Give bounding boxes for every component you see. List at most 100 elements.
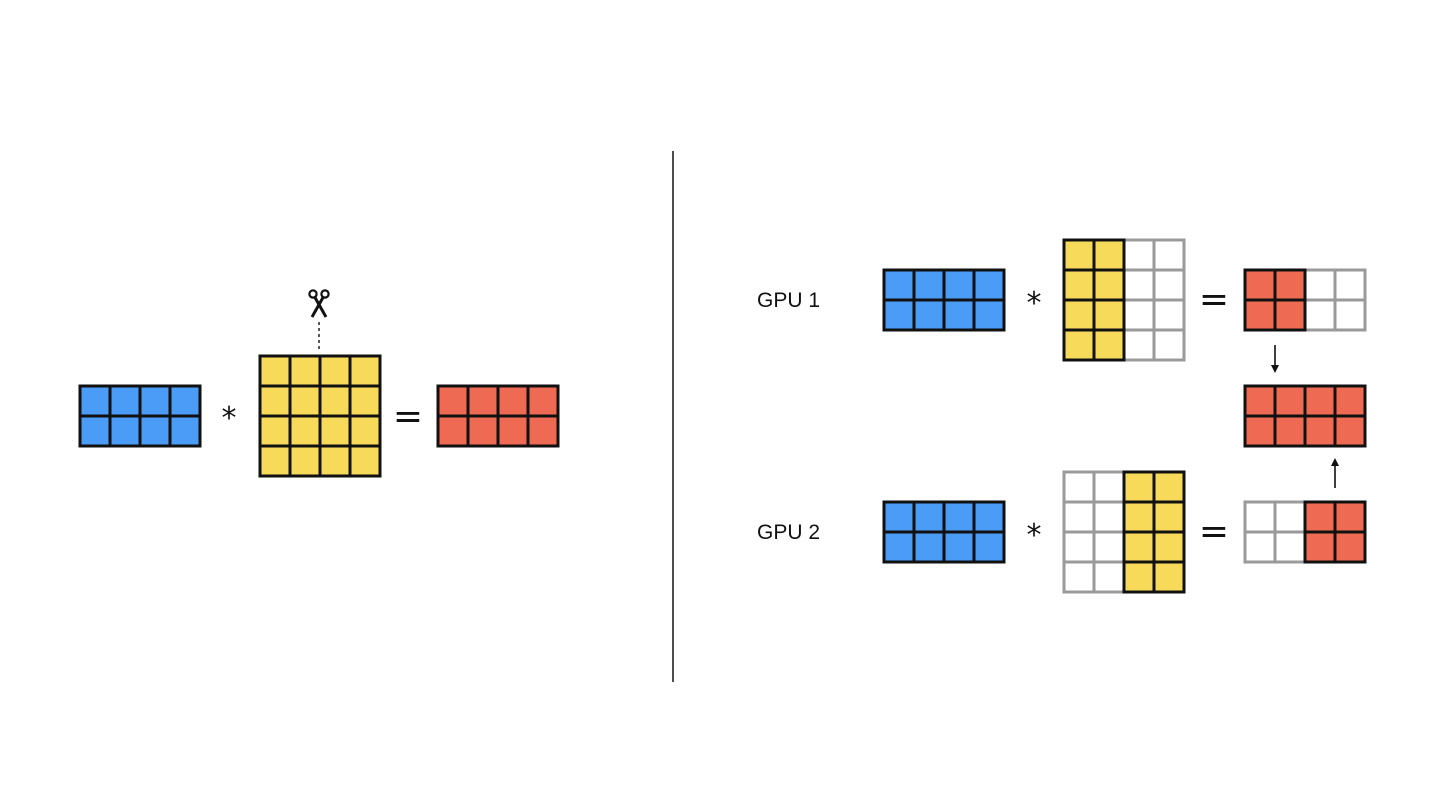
matrix-cell-filled bbox=[1273, 414, 1307, 448]
matrix-cell-empty bbox=[1303, 268, 1337, 302]
gpu-1-label: GPU 1 bbox=[757, 289, 820, 312]
matrix-cell-filled bbox=[1152, 530, 1186, 564]
matrix-cell-filled bbox=[1152, 560, 1186, 594]
matrix-cell-filled bbox=[168, 384, 202, 418]
matrix-cell-empty bbox=[1333, 268, 1367, 302]
matrix-cell-filled bbox=[1273, 298, 1307, 332]
matrix-cell-filled bbox=[972, 530, 1006, 564]
matrix-cell-filled bbox=[912, 500, 946, 534]
left-equals-symbol: = bbox=[393, 396, 423, 437]
matrix-cell-filled bbox=[942, 298, 976, 332]
matrix-cell-filled bbox=[78, 384, 112, 418]
matrix-cell-filled bbox=[348, 444, 382, 478]
matrix-cell-filled bbox=[882, 298, 916, 332]
left-weight-matrix bbox=[258, 354, 382, 478]
matrix-cell-filled bbox=[168, 414, 202, 448]
matrix-cell-filled bbox=[288, 384, 322, 418]
left-panel: * = bbox=[78, 289, 560, 478]
gpu-2-output-matrix bbox=[1243, 500, 1367, 564]
matrix-cell-filled bbox=[1243, 414, 1277, 448]
matrix-cell-filled bbox=[1303, 500, 1337, 534]
matrix-cell-filled bbox=[1303, 414, 1337, 448]
matrix-cell-filled bbox=[942, 500, 976, 534]
up-arrow-icon bbox=[1331, 458, 1339, 488]
matrix-cell-filled bbox=[78, 414, 112, 448]
matrix-cell-empty bbox=[1062, 500, 1096, 534]
matrix-cell-filled bbox=[972, 298, 1006, 332]
gpu-1-equals-symbol: = bbox=[1199, 279, 1229, 320]
matrix-cell-filled bbox=[318, 444, 352, 478]
matrix-cell-filled bbox=[1062, 298, 1096, 332]
matrix-cell-filled bbox=[318, 384, 352, 418]
matrix-cell-empty bbox=[1122, 328, 1156, 362]
matrix-cell-empty bbox=[1152, 328, 1186, 362]
matrix-cell-filled bbox=[496, 384, 530, 418]
matrix-cell-filled bbox=[882, 500, 916, 534]
matrix-cell-filled bbox=[348, 354, 382, 388]
matrix-cell-empty bbox=[1152, 298, 1186, 332]
matrix-cell-empty bbox=[1273, 500, 1307, 534]
matrix-cell-filled bbox=[138, 414, 172, 448]
matrix-cell-empty bbox=[1122, 238, 1156, 272]
matrix-cell-filled bbox=[258, 444, 292, 478]
matrix-cell-filled bbox=[912, 530, 946, 564]
matrix-cell-filled bbox=[288, 444, 322, 478]
matrix-cell-filled bbox=[466, 384, 500, 418]
matrix-cell-empty bbox=[1062, 530, 1096, 564]
matrix-cell-filled bbox=[1243, 384, 1277, 418]
left-input-matrix bbox=[78, 384, 202, 448]
gpu-2-label: GPU 2 bbox=[757, 521, 820, 544]
matrix-cell-filled bbox=[882, 268, 916, 302]
matrix-cell-empty bbox=[1122, 298, 1156, 332]
matrix-cell-empty bbox=[1122, 268, 1156, 302]
matrix-cell-filled bbox=[882, 530, 916, 564]
gpu-2-equals-symbol: = bbox=[1199, 511, 1229, 552]
matrix-cell-filled bbox=[1122, 500, 1156, 534]
matrix-cell-empty bbox=[1273, 530, 1307, 564]
matrix-cell-empty bbox=[1243, 530, 1277, 564]
matrix-cell-empty bbox=[1243, 500, 1277, 534]
matrix-cell-filled bbox=[1122, 470, 1156, 504]
matrix-cell-filled bbox=[1062, 238, 1096, 272]
matrix-cell-filled bbox=[348, 414, 382, 448]
matrix-cell-empty bbox=[1092, 500, 1126, 534]
matrix-cell-filled bbox=[1333, 414, 1367, 448]
matrix-cell-filled bbox=[1333, 500, 1367, 534]
matrix-cell-empty bbox=[1062, 470, 1096, 504]
matrix-cell-filled bbox=[972, 500, 1006, 534]
matrix-cell-filled bbox=[1062, 268, 1096, 302]
matrix-cell-filled bbox=[108, 384, 142, 418]
gpu-1-output-matrix bbox=[1243, 268, 1367, 332]
matrix-cell-filled bbox=[318, 414, 352, 448]
matrix-cell-filled bbox=[972, 268, 1006, 302]
matrix-cell-filled bbox=[1303, 384, 1337, 418]
matrix-cell-filled bbox=[1152, 500, 1186, 534]
matrix-cell-filled bbox=[1303, 530, 1337, 564]
matrix-cell-filled bbox=[1092, 268, 1126, 302]
matrix-cell-empty bbox=[1152, 238, 1186, 272]
matrix-cell-filled bbox=[942, 530, 976, 564]
matrix-cell-empty bbox=[1062, 560, 1096, 594]
scissors-icon bbox=[308, 289, 330, 318]
matrix-cell-filled bbox=[1333, 530, 1367, 564]
matrix-cell-filled bbox=[288, 354, 322, 388]
matrix-cell-filled bbox=[348, 384, 382, 418]
matrix-cell-empty bbox=[1092, 470, 1126, 504]
matrix-cell-filled bbox=[1092, 298, 1126, 332]
down-arrow-icon bbox=[1271, 345, 1279, 373]
matrix-cell-filled bbox=[942, 268, 976, 302]
matrix-cell-empty bbox=[1092, 530, 1126, 564]
matrix-cell-filled bbox=[526, 384, 560, 418]
matrix-cell-filled bbox=[466, 414, 500, 448]
matrix-cell-filled bbox=[108, 414, 142, 448]
matrix-cell-filled bbox=[496, 414, 530, 448]
matrix-cell-filled bbox=[436, 384, 470, 418]
matrix-cell-filled bbox=[912, 298, 946, 332]
matrix-cell-filled bbox=[1273, 268, 1307, 302]
matrix-cell-filled bbox=[1122, 560, 1156, 594]
matrix-cell-empty bbox=[1303, 298, 1337, 332]
gpu-2-weight-matrix bbox=[1062, 470, 1186, 594]
right-panel: GPU 1 * = GPU 2 * = bbox=[757, 238, 1367, 594]
gpu-2-input-matrix bbox=[882, 500, 1006, 564]
matrix-cell-filled bbox=[1243, 298, 1277, 332]
